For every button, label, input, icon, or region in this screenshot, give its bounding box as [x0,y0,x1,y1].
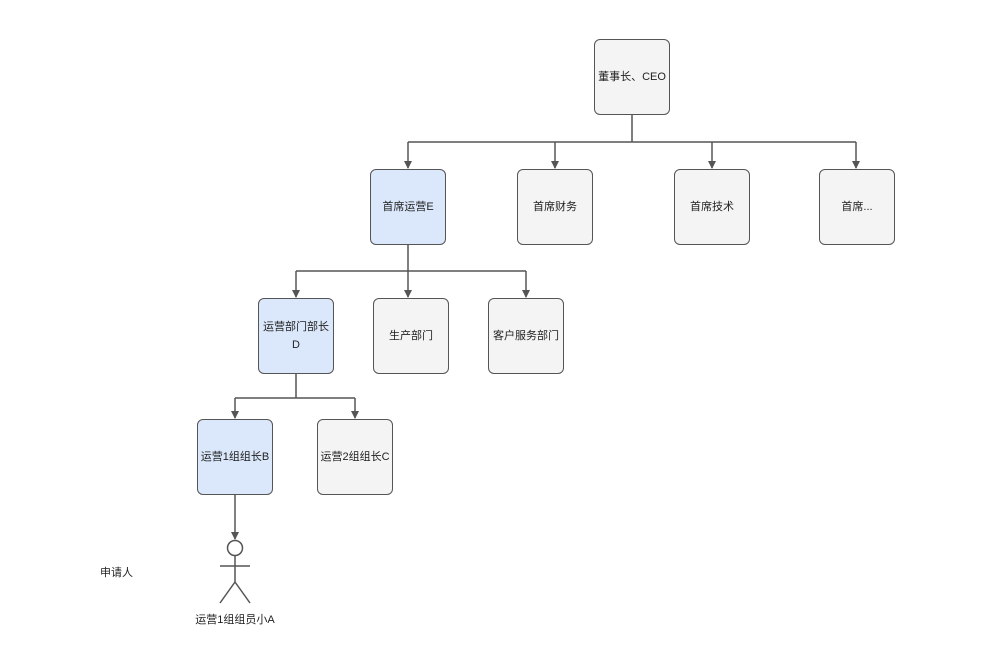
actor-body [219,556,251,604]
node-ceo[interactable]: 董事长、CEO [594,39,670,115]
node-coo[interactable]: 首席运营E [370,169,446,245]
node-team2-lead-label: 运营2组组长C [320,451,390,463]
node-ceo-label: 董事长、CEO [598,71,666,83]
connector-coo-bus [296,245,526,272]
node-ops-head[interactable]: 运营部门部长 D [258,298,334,374]
node-customer-service[interactable]: 客户服务部门 [488,298,564,374]
node-cfo[interactable]: 首席财务 [517,169,593,245]
actor-figure [219,539,251,604]
actor-name-label: 运营1组组员小A [195,614,275,626]
connector-ops-bus [235,374,355,399]
connector-ceo-bus [408,115,856,143]
applicant-label: 申请人 [100,567,133,579]
node-other-chief-label: 首席... [841,201,873,213]
node-cto-label: 首席技术 [690,201,734,213]
node-production-label: 生产部门 [389,330,433,342]
node-cto[interactable]: 首席技术 [674,169,750,245]
actor-head [226,539,244,557]
node-ops-head-label-line1: 运营部门部长 [263,321,329,333]
node-coo-label: 首席运营E [382,201,434,213]
node-team1-lead-label: 运营1组组长B [200,451,270,463]
node-team2-lead[interactable]: 运营2组组长C [317,419,393,495]
node-team1-lead[interactable]: 运营1组组长B [197,419,273,495]
node-cfo-label: 首席财务 [533,201,577,213]
node-customer-service-label: 客户服务部门 [493,330,559,342]
node-other-chief[interactable]: 首席... [819,169,895,245]
node-production[interactable]: 生产部门 [373,298,449,374]
node-ops-head-label-line2: D [292,339,300,351]
